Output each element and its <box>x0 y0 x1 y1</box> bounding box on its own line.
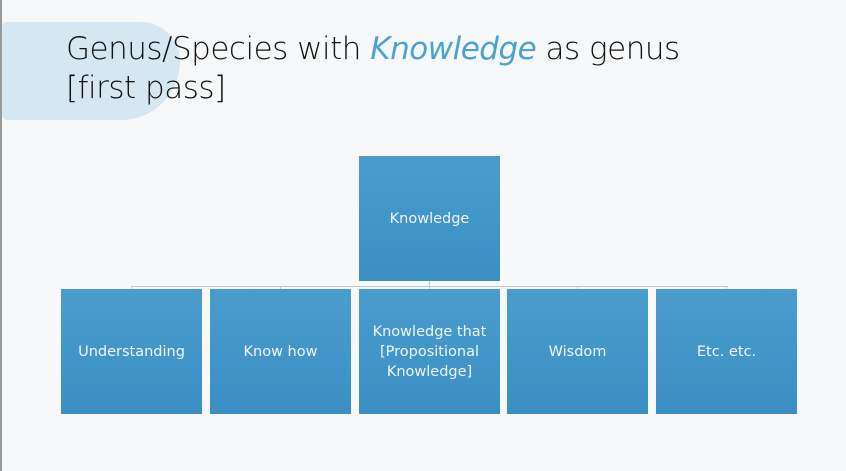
connector-child <box>280 286 281 289</box>
title-part2: as genus <box>536 31 681 67</box>
child-node[interactable]: Understanding <box>61 289 202 414</box>
slide-title: Genus/Species with Knowledge as genus [f… <box>66 30 680 108</box>
connector-root <box>429 281 430 287</box>
root-label: Knowledge <box>389 210 470 227</box>
title-highlight: Knowledge <box>370 31 537 67</box>
child-label: Knowledge that [Propositional Knowledge] <box>372 323 487 380</box>
title-part1: Genus/Species with <box>66 31 371 67</box>
child-node[interactable]: Knowledge that [Propositional Knowledge] <box>359 289 500 414</box>
connector-child <box>577 286 578 289</box>
child-label: Wisdom <box>548 343 607 360</box>
child-node[interactable]: Know how <box>210 289 351 414</box>
child-label: Etc. etc. <box>696 343 757 360</box>
connector-child <box>131 286 132 289</box>
connector-child <box>429 286 430 289</box>
connector-child <box>726 286 727 289</box>
child-label: Understanding <box>78 343 185 360</box>
root-node[interactable]: Knowledge <box>359 156 500 281</box>
title-line2: [first pass] <box>66 70 226 106</box>
child-node[interactable]: Etc. etc. <box>656 289 797 414</box>
child-node[interactable]: Wisdom <box>507 289 648 414</box>
child-label: Know how <box>243 343 318 360</box>
decorative-brush-stroke <box>2 22 180 120</box>
